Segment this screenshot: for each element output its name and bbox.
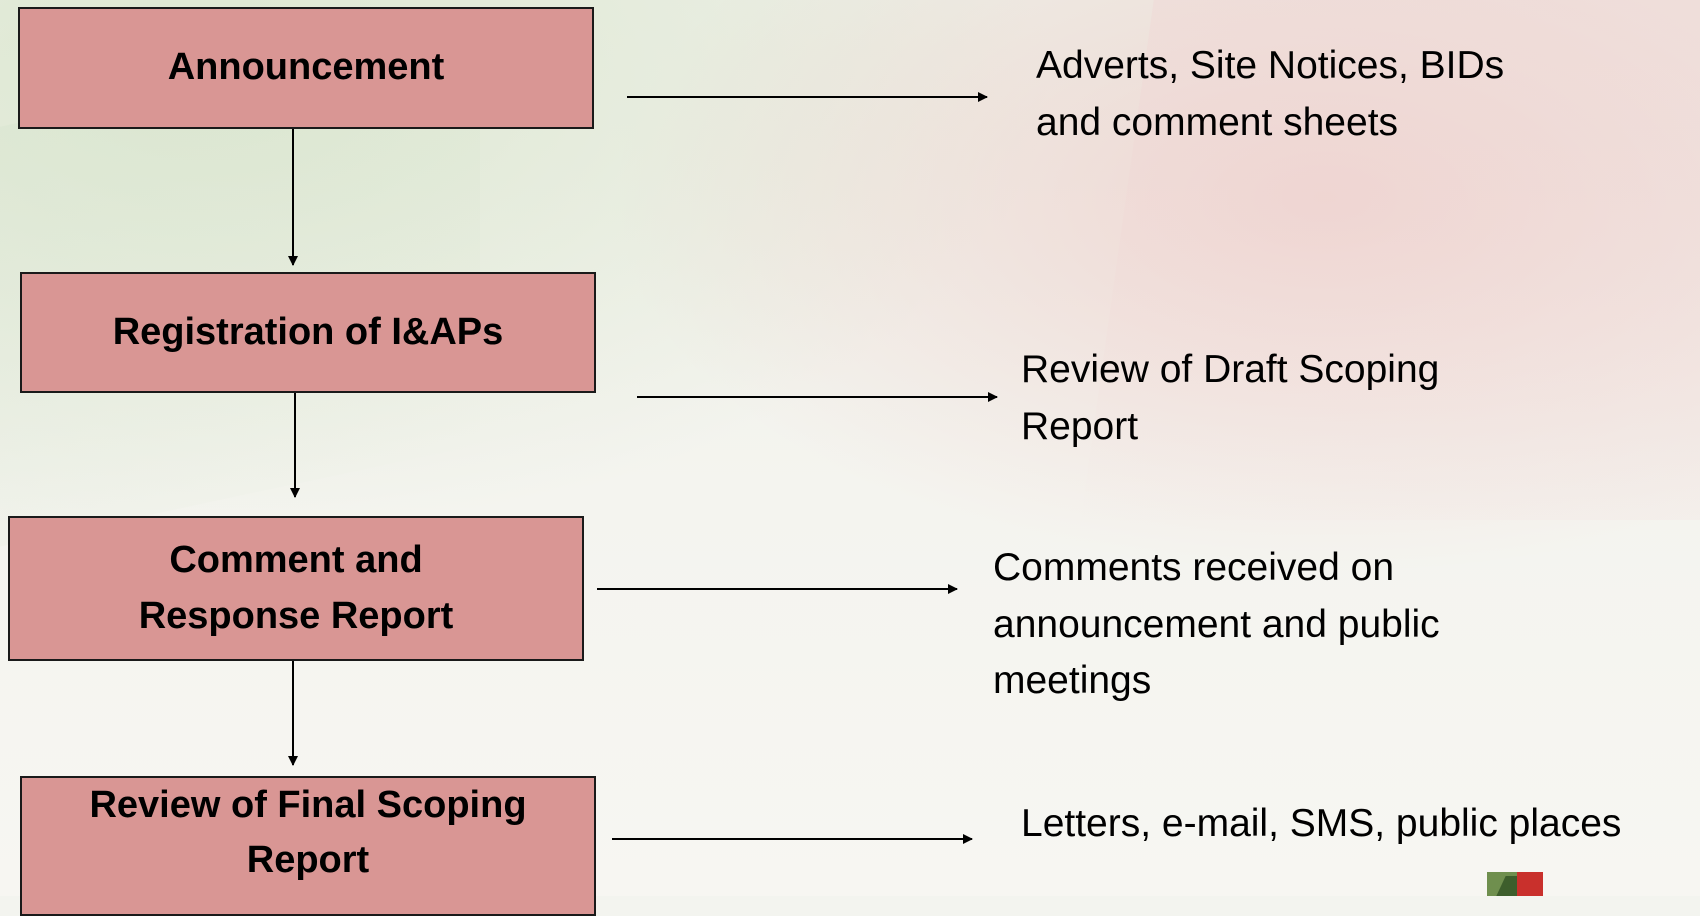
note-notification-methods: Letters, e-mail, SMS, public places (1021, 802, 1622, 845)
note-comments-received: Comments received on announcement and pu… (993, 546, 1440, 703)
step-label: Comment and Response Report (138, 539, 454, 637)
flow-connectors (288, 92, 998, 844)
step-label: Announcement (167, 46, 445, 89)
step-announcement: Announcement (18, 7, 594, 129)
step-label: Review of Final Scoping Report (89, 784, 527, 882)
corner-logo (1487, 872, 1543, 896)
step-review-final-scoping: Review of Final Scoping Report (20, 776, 596, 916)
note-announcement-channels: Adverts, Site Notices, BIDs and comment … (1036, 44, 1505, 144)
slide-background (0, 0, 1700, 896)
step-comment-response-report: Comment and Response Report (8, 516, 584, 661)
note-registration-review: Review of Draft Scoping Report (1021, 348, 1440, 448)
step-label: Registration of I&APs (112, 310, 504, 353)
step-registration: Registration of I&APs (20, 272, 596, 393)
